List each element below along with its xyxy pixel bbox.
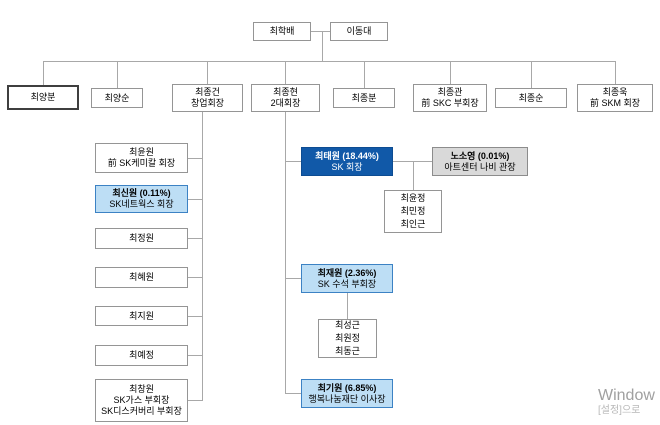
node-name: 최종분 <box>351 92 377 103</box>
connector-line <box>285 112 286 394</box>
node-title: SK네트웍스 회장 <box>109 199 174 209</box>
connector-line <box>393 161 432 162</box>
node-title: 아트센터 나비 관장 <box>444 161 516 172</box>
node-name: 최성근 <box>335 320 360 330</box>
node-name: 최민정 <box>400 206 426 216</box>
node-name: 최동근 <box>335 346 360 356</box>
node-name: 최창원 <box>129 384 154 394</box>
node-title: SK디스커버리 부회장 <box>101 406 182 416</box>
node-name: 최종순 <box>518 92 544 103</box>
node-name: 최원정 <box>335 333 360 343</box>
node-title: SK가스 부회장 <box>113 395 170 405</box>
connector-line <box>285 161 301 162</box>
node-name: 최양분 <box>30 92 56 102</box>
connector-line <box>615 61 616 84</box>
connector-line <box>364 61 365 88</box>
connector-line <box>43 61 615 62</box>
node-name: 최윤정 <box>400 193 426 203</box>
node-title: 前 SKC 부회장 <box>421 98 479 108</box>
connector-line <box>285 61 286 84</box>
node-name: 이동대 <box>346 26 372 36</box>
node-choi-jong-geon: 최종건 창업회장 <box>172 84 243 112</box>
connector-line <box>188 355 202 356</box>
watermark-line1: Window <box>598 387 655 404</box>
connector-line <box>413 161 414 190</box>
node-choi-jong-hyun: 최종현 2대회장 <box>251 84 320 112</box>
watermark-line2: [설정]으로 <box>598 405 641 416</box>
node-name: 최태원 (18.44%) <box>315 150 379 161</box>
connector-line <box>117 61 118 88</box>
connector-line <box>43 61 44 85</box>
node-choi-chang-won: 최창원 SK가스 부회장 SK디스커버리 부회장 <box>95 379 188 422</box>
node-choi-jong-gwan: 최종관 前 SKC 부회장 <box>413 84 487 112</box>
connector-line <box>188 277 202 278</box>
connector-line <box>188 400 202 401</box>
node-choi-gi-won: 최기원 (6.85%) 행복나눔재단 이사장 <box>301 379 393 408</box>
node-title: 前 SKM 회장 <box>589 98 641 108</box>
node-title: 행복나눔재단 이사장 <box>308 393 386 404</box>
node-name: 최종욱 <box>602 87 628 97</box>
node-name: 노소영 (0.01%) <box>450 150 510 161</box>
node-title: SK 수석 부회장 <box>317 278 377 289</box>
node-name: 최학배 <box>269 26 295 36</box>
node-choi-jung-won: 최정원 <box>95 228 188 249</box>
node-choi-ye-jeong: 최예정 <box>95 345 188 366</box>
connector-line <box>285 278 301 279</box>
node-choi-hye-won: 최혜원 <box>95 267 188 288</box>
connector-line <box>207 61 208 84</box>
node-taewon-children: 최윤정 최민정 최인근 <box>384 190 442 233</box>
connector-line <box>531 61 532 88</box>
node-choi-jong-bun: 최종분 <box>333 88 395 108</box>
windows-activation-watermark: Window [설정]으로 <box>598 387 655 417</box>
node-name: 최재원 (2.36%) <box>317 267 377 278</box>
connector-line <box>188 238 202 239</box>
node-choi-yang-sun: 최양순 <box>91 88 143 108</box>
node-choi-yun-won: 최윤원 前 SK케미칼 회장 <box>95 143 188 173</box>
connector-line <box>347 293 348 319</box>
node-choi-yang-bun: 최양분 <box>7 85 79 110</box>
node-name: 최인근 <box>400 219 426 229</box>
node-name: 최신원 (0.11%) <box>112 188 171 198</box>
connector-line <box>202 112 203 401</box>
node-choi-jong-uk: 최종욱 前 SKM 회장 <box>577 84 653 112</box>
node-choi-ji-won: 최지원 <box>95 306 188 326</box>
connector-line <box>188 158 202 159</box>
node-name: 최혜원 <box>129 272 154 282</box>
node-name: 최양순 <box>104 92 130 103</box>
connector-line <box>188 199 202 200</box>
node-title: SK 회장 <box>331 161 363 172</box>
connector-line <box>188 316 202 317</box>
node-lee-dong-dae: 이동대 <box>330 22 388 41</box>
node-name: 최윤원 <box>129 147 154 157</box>
connector-line <box>311 31 330 32</box>
node-title: 2대회장 <box>270 98 301 108</box>
node-title: 前 SK케미칼 회장 <box>107 158 176 168</box>
node-name: 최지원 <box>129 310 154 321</box>
node-title: 창업회장 <box>190 98 225 108</box>
node-choi-jae-won: 최재원 (2.36%) SK 수석 부회장 <box>301 264 393 293</box>
node-choi-tae-won: 최태원 (18.44%) SK 회장 <box>301 147 393 176</box>
connector-line <box>285 393 301 394</box>
connector-line <box>450 61 451 84</box>
node-name: 최기원 (6.85%) <box>317 382 377 393</box>
node-name: 최종관 <box>437 87 463 97</box>
node-jaewon-children: 최성근 최원정 최동근 <box>318 319 377 358</box>
node-choi-jong-sun: 최종순 <box>495 88 567 108</box>
node-choi-hak-bae: 최학배 <box>253 22 311 41</box>
node-name: 최정원 <box>129 233 154 243</box>
node-name: 최종현 <box>273 87 298 97</box>
node-name: 최종건 <box>195 87 220 97</box>
node-roh-so-young: 노소영 (0.01%) 아트센터 나비 관장 <box>432 147 528 176</box>
node-choi-sin-won: 최신원 (0.11%) SK네트웍스 회장 <box>95 185 188 213</box>
connector-line <box>322 31 323 61</box>
node-name: 최예정 <box>129 350 154 360</box>
